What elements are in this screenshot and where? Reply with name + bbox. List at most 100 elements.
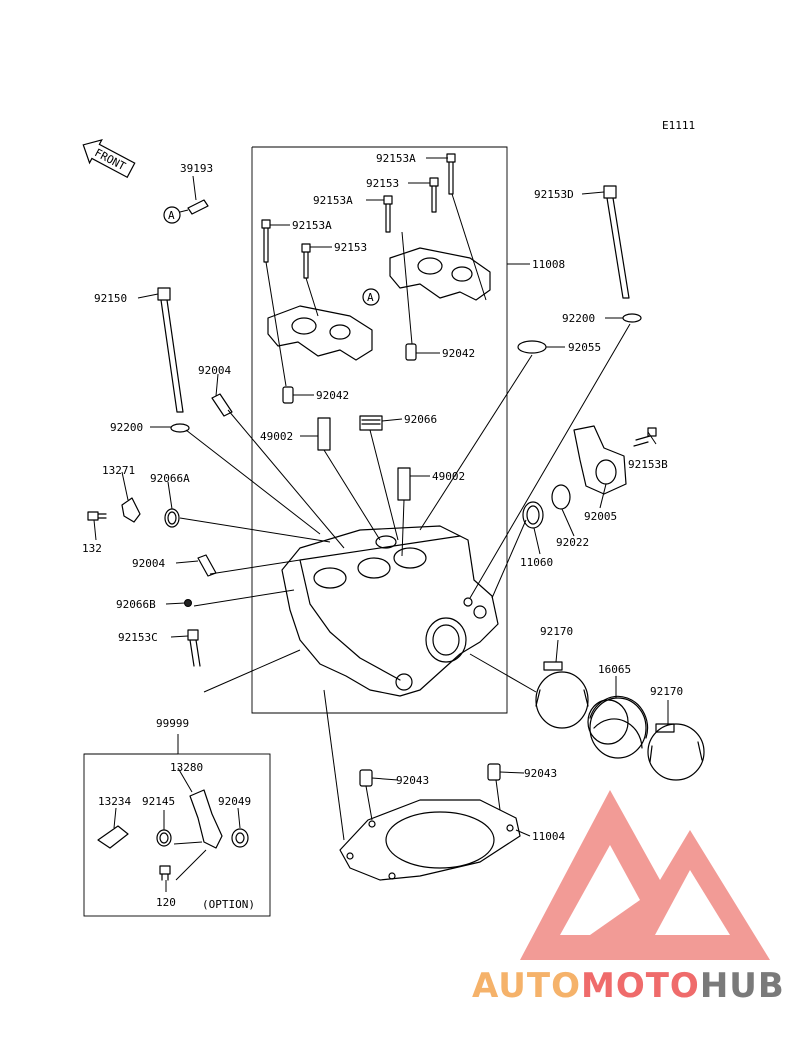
diagram-code: E1111: [662, 119, 695, 132]
cam-cap-left: [267, 305, 373, 361]
logo-triangle-outer: [520, 790, 770, 960]
bolt-92153A-mid: [383, 195, 393, 233]
label-92066B: 92066B: [116, 598, 156, 611]
bolt-92153-left: [301, 243, 311, 279]
label-13271: 13271: [102, 464, 135, 477]
leader-lines: [93, 157, 669, 892]
bolt-132: [87, 511, 107, 521]
label-92042-r: 92042: [442, 347, 475, 360]
watermark-auto: AUTO: [472, 966, 581, 1006]
valve-guide-49002-left: [317, 417, 331, 451]
washer-92200-right: [622, 313, 642, 323]
dowel-92042-right: [405, 343, 417, 361]
label-92153B: 92153B: [628, 458, 668, 471]
label-option: (OPTION): [202, 898, 255, 911]
bolt-92153A-top: [446, 153, 456, 195]
spring-92145: [156, 829, 172, 847]
oring-92022: [551, 484, 571, 510]
label-99999: 99999: [156, 717, 189, 730]
watermark-hub: HUB: [700, 966, 785, 1006]
valve-guide-49002-right: [397, 467, 411, 501]
frame-box: [251, 146, 508, 714]
label-120: 120: [156, 896, 176, 909]
label-92066A: 92066A: [150, 472, 190, 485]
shaft-13234: [97, 825, 129, 849]
label-92055: 92055: [568, 341, 601, 354]
label-92153A-2: 92153A: [313, 194, 353, 207]
label-92049: 92049: [218, 795, 251, 808]
logo-triangle-inner2: [655, 870, 730, 935]
bolt-92153B: [633, 427, 657, 447]
watermark-text: AUTOMOTOHUB: [472, 966, 785, 1006]
label-132: 132: [82, 542, 102, 555]
bolt-92153D: [603, 185, 630, 299]
dowel-92043-left: [359, 769, 373, 787]
seal-92066: [359, 415, 383, 431]
svg-text:A: A: [367, 291, 374, 304]
stud-92004-top: [211, 393, 233, 417]
label-92043-r: 92043: [524, 767, 557, 780]
label-92145: 92145: [142, 795, 175, 808]
bolt-92153C: [187, 629, 201, 667]
label-92200-r: 92200: [562, 312, 595, 325]
label-11060: 11060: [520, 556, 553, 569]
label-49002-r: 49002: [432, 470, 465, 483]
label-39193: 39193: [180, 162, 213, 175]
label-92004-top: 92004: [198, 364, 231, 377]
label-92153D: 92153D: [534, 188, 574, 201]
label-92004-bottom: 92004: [132, 557, 165, 570]
cylinder-head-11008: [281, 525, 499, 697]
stud-92004-bottom: [197, 554, 217, 577]
label-92005: 92005: [584, 510, 617, 523]
seal-11060: [522, 501, 544, 529]
dowel-92042-left: [282, 386, 294, 404]
bolt-92153A-left: [261, 219, 271, 263]
decomp-lever-13280: [189, 789, 223, 849]
label-92153-1: 92153: [366, 177, 399, 190]
label-92153C: 92153C: [118, 631, 158, 644]
seal-92066A: [164, 508, 180, 528]
oring-92055: [517, 340, 547, 354]
fitting-39193: [179, 199, 209, 215]
plate-13271: [121, 497, 141, 523]
label-13280: 13280: [170, 761, 203, 774]
label-92153A-1: 92153A: [376, 152, 416, 165]
option-box: [83, 753, 271, 917]
option-box-bracket: [84, 734, 179, 755]
label-16065: 16065: [598, 663, 631, 676]
label-11008: 11008: [532, 258, 565, 271]
dowel-92043-right: [487, 763, 501, 781]
label-92200-l: 92200: [110, 421, 143, 434]
label-92170-l: 92170: [540, 625, 573, 638]
ref-mark-A-left: A: [163, 206, 181, 224]
clamp-92170-right: [647, 723, 705, 781]
ref-mark-A-right: A: [362, 288, 380, 306]
intake-pipe-16065: [587, 695, 649, 759]
label-92042-l: 92042: [316, 389, 349, 402]
watermark-moto: MOTO: [581, 966, 700, 1006]
label-49002-l: 49002: [260, 430, 293, 443]
label-11004: 11004: [532, 830, 565, 843]
washer-92200-left: [170, 423, 190, 433]
logo-triangle-inner: [560, 845, 640, 935]
front-arrow-icon: FRONT: [82, 139, 136, 179]
cam-cap-right: [389, 247, 491, 301]
svg-text:A: A: [168, 209, 175, 222]
label-92170-r: 92170: [650, 685, 683, 698]
plug-92066B: [184, 599, 192, 607]
clamp-92170-left: [535, 661, 589, 729]
label-92153A-3: 92153A: [292, 219, 332, 232]
label-92043-l: 92043: [396, 774, 429, 787]
water-outlet-92005: [573, 425, 627, 495]
label-92153-2: 92153: [334, 241, 367, 254]
label-92022: 92022: [556, 536, 589, 549]
seal-92049: [231, 828, 249, 848]
bolt-92150: [157, 287, 184, 413]
label-13234: 13234: [98, 795, 131, 808]
bolt-92153-top: [429, 177, 439, 213]
gasket-11004: [339, 799, 521, 881]
label-92066: 92066: [404, 413, 437, 426]
bolt-120: [159, 865, 171, 881]
